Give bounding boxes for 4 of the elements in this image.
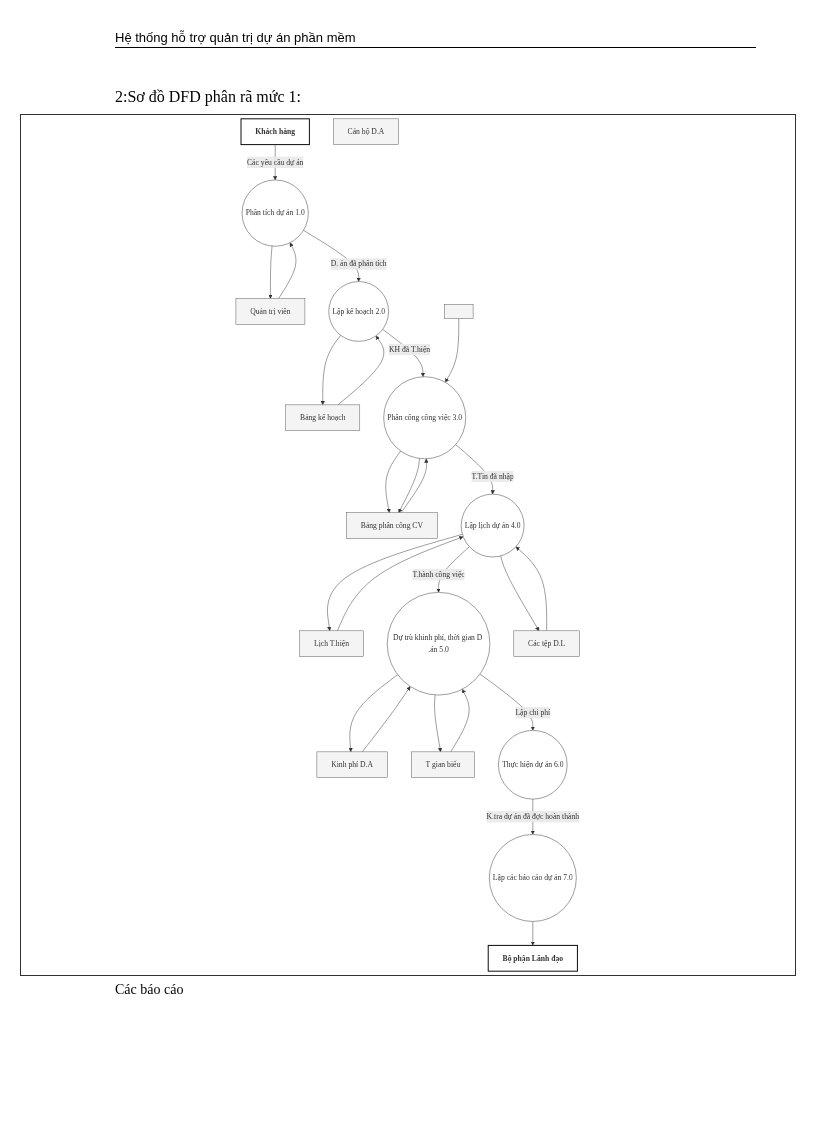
flow-label: Các báo cáo xyxy=(115,982,185,998)
node-box xyxy=(444,304,474,319)
page-header: Hệ thống hỗ trợ quản trị dự án phần mềm xyxy=(115,30,756,48)
diagram-title: 2:Sơ đồ DFD phân rã mức 1: xyxy=(115,88,302,106)
